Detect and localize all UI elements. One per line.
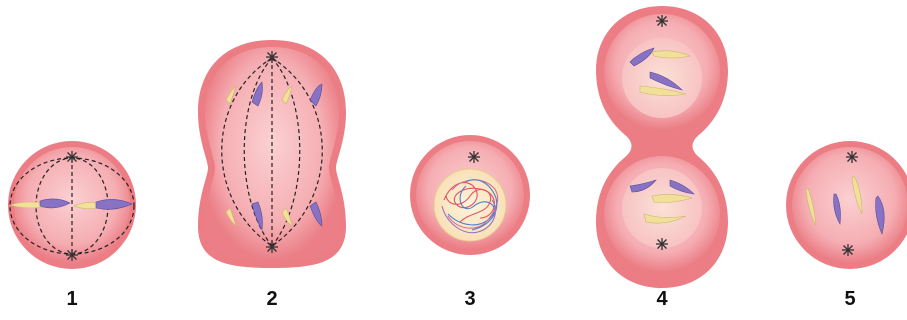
- centrosome-icon: [842, 244, 854, 256]
- centrosome-icon: [846, 151, 858, 163]
- centrosome-icon: [66, 151, 78, 163]
- cell-5: [786, 141, 907, 269]
- centrosome-icon: [468, 151, 480, 163]
- centrosome-icon: [656, 238, 668, 250]
- cell-1: [8, 141, 136, 269]
- centrosome-icon: [66, 249, 78, 261]
- cell-4: [596, 6, 728, 288]
- stage-label-1: 1: [52, 288, 92, 311]
- cell-4-nucleus-bottom: [622, 168, 702, 248]
- stage-label-5: 5: [830, 288, 870, 311]
- centrosome-icon: [266, 51, 278, 63]
- stage-label-4: 4: [642, 288, 682, 311]
- stage-label-2: 2: [252, 288, 292, 311]
- centrosome-icon: [656, 15, 668, 27]
- cell-2: [198, 40, 346, 268]
- cell-3: [410, 135, 530, 255]
- stage-label-3: 3: [450, 288, 490, 311]
- centrosome-icon: [266, 241, 278, 253]
